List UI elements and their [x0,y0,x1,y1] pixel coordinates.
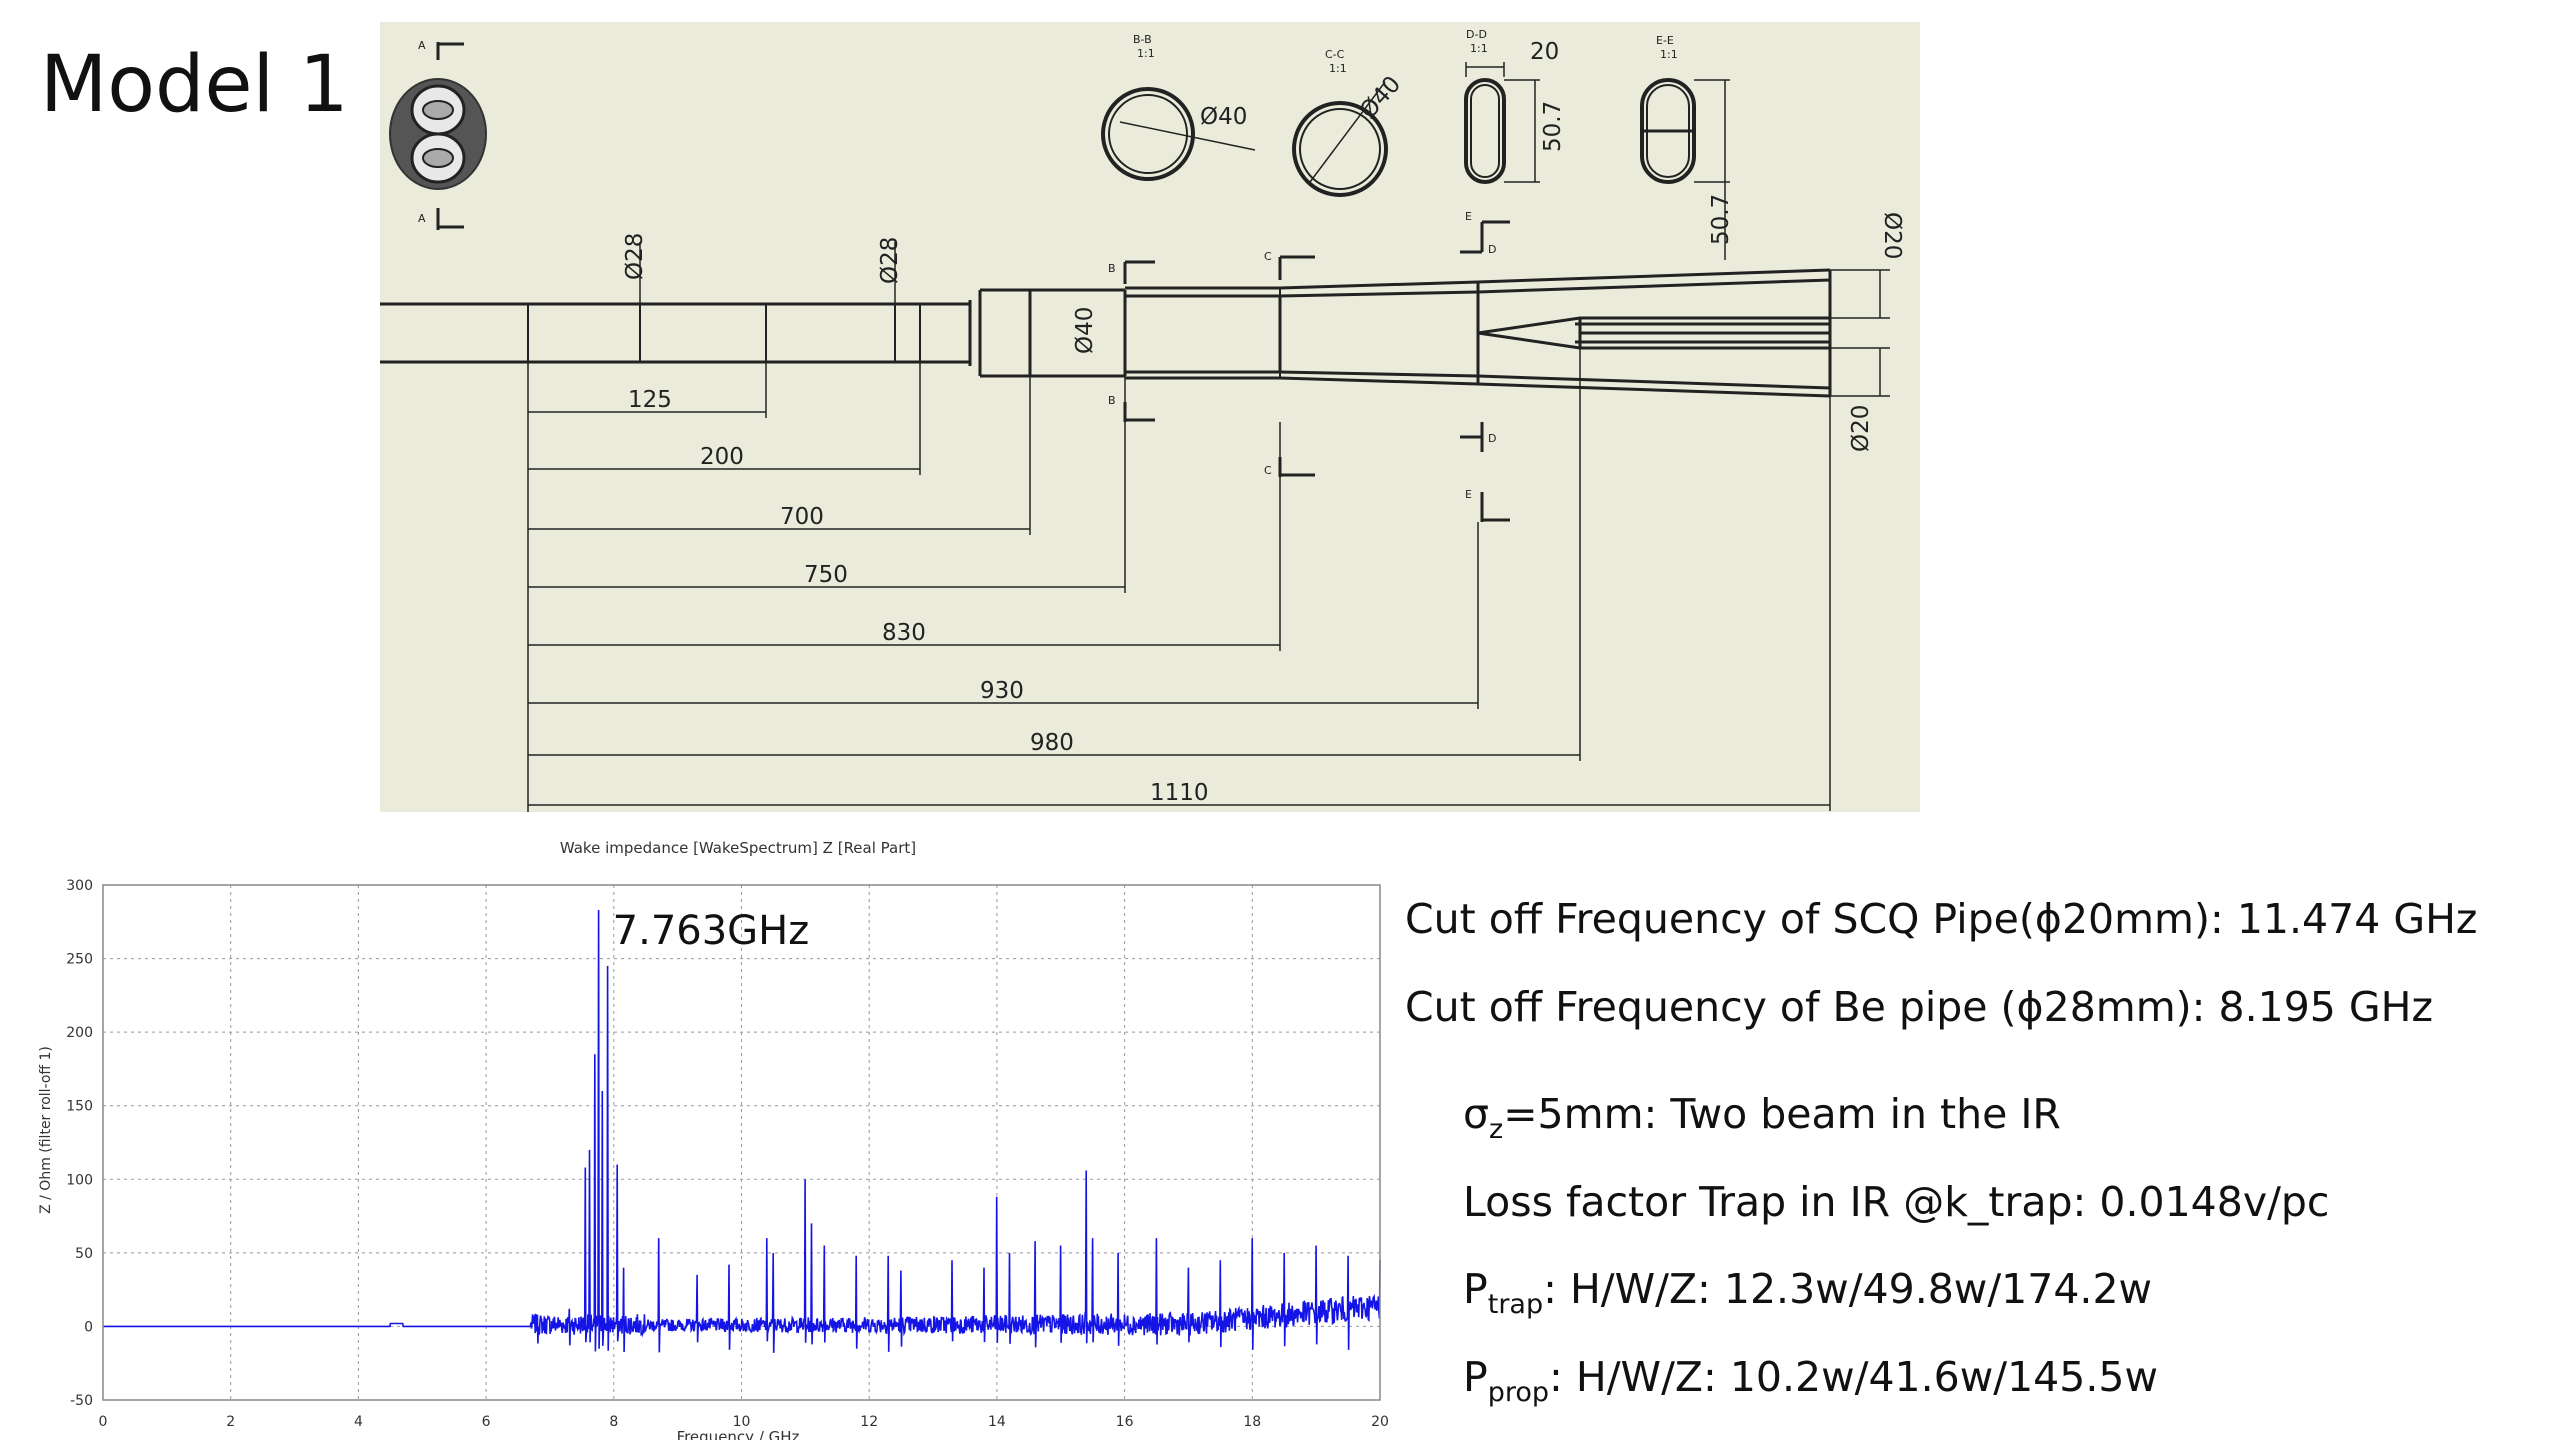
aa-section-icon [389,42,487,230]
chart-x-tick-label: 6 [482,1414,491,1430]
section-e-tag: E [1465,210,1472,223]
section-ee-tag: E-E [1656,34,1674,47]
chart-peak-annotation: 7.763GHz [613,908,810,954]
sigma-line: σz=5mm: Two beam in the IR [1463,1090,2061,1145]
chart-x-tick-label: 8 [609,1414,618,1430]
dim-d40-pipe: Ø40 [1072,307,1098,354]
chart-x-tick-label: 20 [1371,1414,1389,1430]
chart-x-tick-label: 16 [1116,1414,1134,1430]
section-a-tag: A [418,39,426,52]
technical-drawing: A A B-B 1:1 C-C 1:1 D-D 1:1 E-E 1:1 B B … [380,22,1920,812]
chart-x-tick-label: 4 [354,1414,363,1430]
section-cc-scale: 1:1 [1329,62,1347,75]
dim-d20-bot: Ø20 [1848,405,1874,452]
p-trap-subscript: trap [1487,1289,1544,1320]
section-ee-obround [1640,78,1696,184]
dim-h507-ee: 50.7 [1708,194,1734,245]
length-700: 700 [780,504,824,530]
p-prop-line: Pprop: H/W/Z: 10.2w/41.6w/145.5w [1463,1353,2158,1408]
chart-y-tick-label: 250 [66,952,93,968]
length-980: 980 [1030,730,1074,756]
dim-d40-bb: Ø40 [1200,104,1247,130]
chart-x-tick-label: 12 [860,1414,878,1430]
chart-plot-frame [102,884,1381,1401]
dim-d28-b: Ø28 [877,237,903,284]
chart-x-tick-label: 2 [226,1414,235,1430]
length-1110: 1110 [1150,780,1209,806]
section-bb-scale: 1:1 [1137,47,1155,60]
section-ee-scale: 1:1 [1660,48,1678,61]
section-cc-circle [1292,101,1388,197]
chart-y-tick-label: 200 [66,1025,93,1041]
p-prop-symbol: P [1463,1353,1488,1401]
section-c-tag: C [1264,250,1272,263]
p-trap-text: : H/W/Z: 12.3w/49.8w/174.2w [1543,1265,2153,1313]
sigma-text: =5mm: Two beam in the IR [1503,1090,2061,1138]
p-prop-text: : H/W/Z: 10.2w/41.6w/145.5w [1549,1353,2159,1401]
page-title: Model 1 [40,40,349,130]
section-bb-tag: B-B [1133,33,1152,46]
section-e-tag-lower: E [1465,488,1472,501]
dim-d28-a: Ø28 [622,233,648,280]
dim-d20-top: Ø20 [1879,212,1905,259]
loss-factor-line: Loss factor Trap in IR @k_trap: 0.0148v/… [1463,1178,2330,1226]
chart-y-tick-label: -50 [70,1393,93,1409]
section-d-tag: D [1488,243,1496,256]
chart-svg: Wake impedance [WakeSpectrum] Z [Real Pa… [38,839,1389,1445]
chart-y-tick-label: 150 [66,1099,93,1115]
section-dd-obround [1464,78,1506,184]
section-b-tag: B [1108,262,1116,275]
chart-y-tick-label: 300 [66,878,93,894]
p-trap-symbol: P [1463,1265,1488,1313]
beam-pipe [380,268,1832,398]
length-125: 125 [628,387,672,413]
length-750: 750 [804,562,848,588]
chart-title: Wake impedance [WakeSpectrum] Z [Real Pa… [560,839,916,857]
chart-x-tick-label: 14 [988,1414,1006,1430]
section-dd-tag: D-D [1466,28,1487,41]
p-prop-subscript: prop [1487,1377,1550,1408]
cutoff-be-pipe: Cut off Frequency of Be pipe (ϕ28mm): 8.… [1405,983,2434,1031]
p-trap-line: Ptrap: H/W/Z: 12.3w/49.8w/174.2w [1463,1265,2152,1320]
section-b-tag-lower: B [1108,394,1116,407]
chart-x-tick-label: 0 [99,1414,108,1430]
dim-h507-dd: 50.7 [1540,101,1566,152]
section-dd-scale: 1:1 [1470,42,1488,55]
chart-y-tick-label: 50 [75,1246,93,1262]
dim-w20: 20 [1530,39,1559,65]
wake-impedance-chart: Wake impedance [WakeSpectrum] Z [Real Pa… [0,830,1400,1445]
section-d-tag-lower: D [1488,432,1496,445]
drawing-svg: A A B-B 1:1 C-C 1:1 D-D 1:1 E-E 1:1 B B … [380,28,1905,812]
section-c-tag-lower: C [1264,464,1272,477]
chart-y-tick-label: 0 [84,1319,93,1335]
sigma-symbol: σ [1463,1090,1489,1138]
chart-series-line [103,909,1381,1353]
section-a-tag-lower: A [418,212,426,225]
chart-x-tick-label: 18 [1243,1414,1261,1430]
length-200: 200 [700,444,744,470]
section-cc-tag: C-C [1325,48,1345,61]
section-bb-circle [1101,87,1195,181]
cutoff-scq-pipe: Cut off Frequency of SCQ Pipe(ϕ20mm): 11… [1405,895,2478,943]
sigma-subscript: z [1489,1114,1504,1145]
chart-y-axis-label: Z / Ohm (filter roll-off 1) [38,1046,54,1214]
chart-y-tick-label: 100 [66,1172,93,1188]
chart-x-tick-label: 10 [733,1414,751,1430]
length-930: 930 [980,678,1024,704]
length-830: 830 [882,620,926,646]
